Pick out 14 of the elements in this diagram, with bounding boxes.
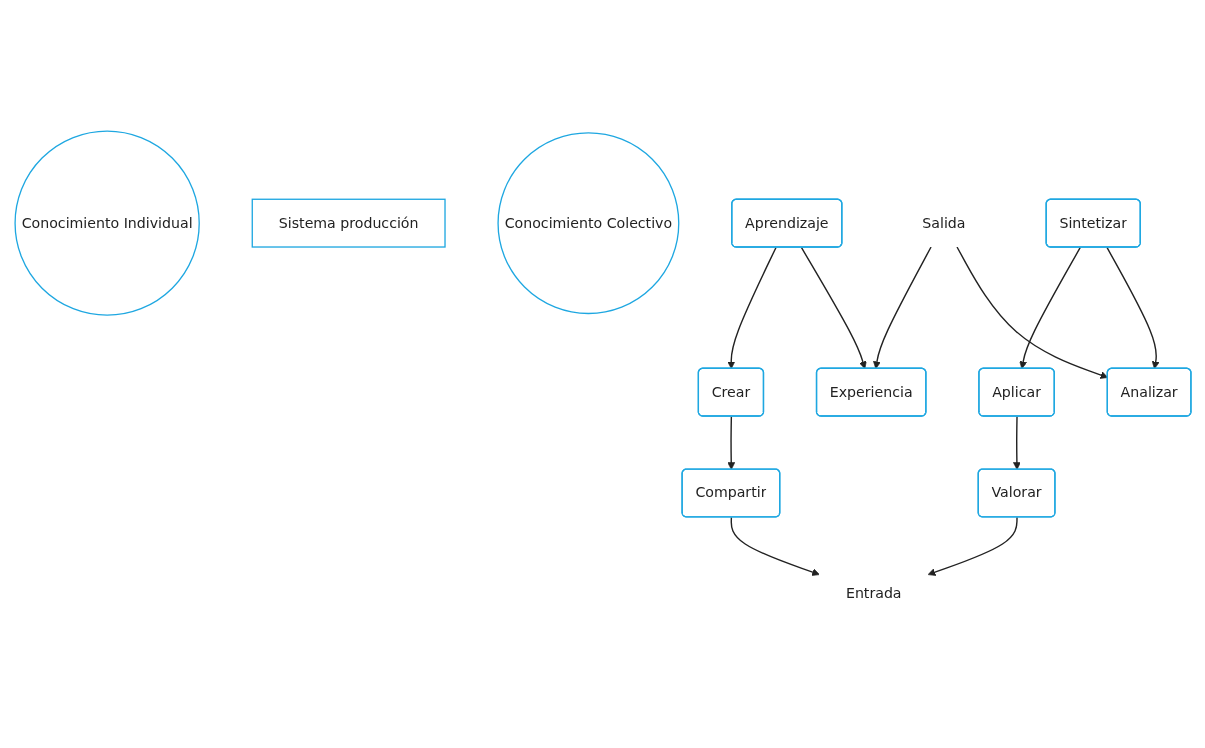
node-text: Entrada: [845, 584, 902, 602]
arrow: [927, 516, 1018, 576]
arrow: [726, 415, 735, 470]
arrow: [1012, 415, 1021, 470]
arrow: [730, 516, 820, 576]
arrow: [726, 246, 777, 369]
node-circle: Conocimiento Colectivo: [496, 131, 679, 314]
node-circle: Conocimiento Individual: [13, 130, 200, 316]
arrow: [872, 245, 932, 369]
arrow: [1105, 246, 1159, 369]
arrow: [1018, 246, 1081, 369]
node-box: Sistema producción: [251, 198, 446, 248]
arrow: [800, 246, 867, 369]
node-text: Salida: [921, 213, 965, 231]
